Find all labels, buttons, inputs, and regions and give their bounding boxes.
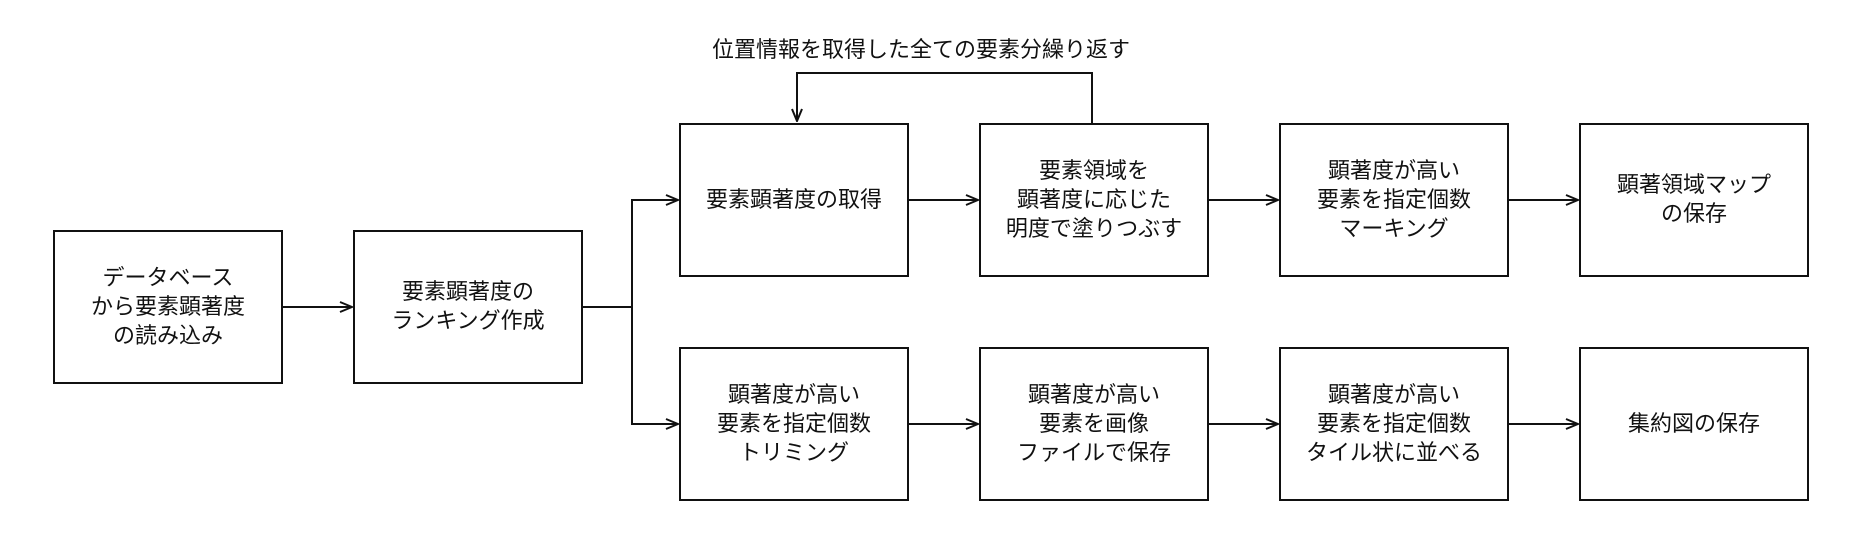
connector-ranking-branch [583,200,678,308]
connector-ranking-branch-lower [631,307,678,424]
node-save-map: 顕著領域マップ の保存 [1579,123,1809,277]
node-save-summary: 集約図の保存 [1579,347,1809,501]
node-paint-label: 要素領域を 顕著度に応じた 明度で塗りつぶす [1005,158,1183,242]
node-trimming-label: 顕著度が高い 要素を指定個数 トリミング [716,382,871,466]
loop-label: 位置情報を取得した全ての要素分繰り返す [712,38,1131,63]
node-get-saliency: 要素顕著度の取得 [679,123,909,277]
node-tile-label: 顕著度が高い 要素を指定個数 タイル状に並べる [1305,382,1482,466]
node-marking-label: 顕著度が高い 要素を指定個数 マーキング [1316,158,1471,242]
node-save-images-label: 顕著度が高い 要素を画像 ファイルで保存 [1016,382,1171,466]
loop-back-arrow [797,72,1093,123]
node-save-summary-label: 集約図の保存 [1627,411,1760,437]
node-save-map-label: 顕著領域マップ の保存 [1616,173,1771,227]
node-ranking: 要素顕著度の ランキング作成 [353,230,583,384]
node-save-images: 顕著度が高い 要素を画像 ファイルで保存 [979,347,1209,501]
node-trimming: 顕著度が高い 要素を指定個数 トリミング [679,347,909,501]
node-db-load-label: データベース から要素顕著度 の読み込み [90,265,245,349]
node-tile: 顕著度が高い 要素を指定個数 タイル状に並べる [1279,347,1509,501]
node-marking: 顕著度が高い 要素を指定個数 マーキング [1279,123,1509,277]
node-ranking-label: 要素顕著度の ランキング作成 [391,280,545,334]
node-paint: 要素領域を 顕著度に応じた 明度で塗りつぶす [979,123,1209,277]
node-get-saliency-label: 要素顕著度の取得 [705,187,882,213]
node-db-load: データベース から要素顕著度 の読み込み [53,230,283,384]
